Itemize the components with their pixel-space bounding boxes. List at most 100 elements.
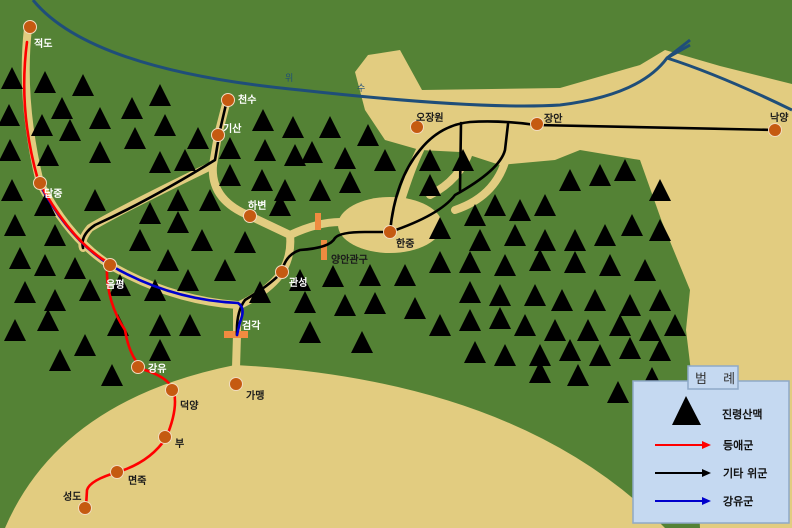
mountain-icon — [464, 204, 486, 226]
mountain-icon — [101, 364, 123, 386]
mountain-icon — [489, 284, 511, 306]
mountain-icon — [584, 289, 606, 311]
mountain-icon — [1, 179, 23, 201]
route-other-wei-1 — [81, 98, 229, 250]
mountain-icon — [524, 284, 546, 306]
city-label-nakyang: 낙양 — [770, 111, 789, 124]
city-marker-dapjung — [33, 176, 47, 190]
city-label-hanjung: 한중 — [396, 238, 414, 250]
mountain-icon — [364, 292, 386, 314]
mountain-icon — [621, 214, 643, 236]
mountain-icon — [149, 339, 171, 361]
mountain-icon — [664, 314, 686, 336]
city-marker-hanjung — [383, 225, 397, 239]
mountain-icon — [219, 137, 241, 159]
mountain-icon — [154, 114, 176, 136]
mountain-icon — [149, 151, 171, 173]
legend-other-wei-arrowhead — [702, 469, 711, 477]
mountain-icon — [31, 114, 53, 136]
mountain-icon — [299, 321, 321, 343]
route-other-wei-4 — [388, 121, 510, 234]
city-label-bu: 부 — [175, 438, 184, 450]
mountain-icon — [404, 297, 426, 319]
mountain-icon — [529, 344, 551, 366]
mountain-icon — [567, 364, 589, 386]
mountain-icon — [452, 149, 474, 171]
mountain-icon — [121, 97, 143, 119]
mountain-icon — [607, 381, 629, 403]
city-label-gamaeng: 가맹 — [246, 389, 264, 402]
mountain-icon — [494, 254, 516, 276]
city-marker-cheonsu — [221, 93, 235, 107]
mountain-icon — [37, 144, 59, 166]
mountain-icon — [44, 224, 66, 246]
mountain-icon — [129, 229, 151, 251]
plain-wei-river-valley — [355, 50, 792, 528]
city-label-yanganggwan: 양안관구 — [331, 253, 368, 266]
mountain-icon — [72, 74, 94, 96]
mountain-icon — [559, 339, 581, 361]
city-marker-gwanseong — [275, 265, 289, 279]
mountain-icon — [167, 189, 189, 211]
city-marker-bu — [158, 430, 172, 444]
mountain-icon — [357, 124, 379, 146]
mountain-icon — [374, 149, 396, 171]
mountain-icon — [251, 169, 273, 191]
mountain-icon — [494, 344, 516, 366]
mountain-icon — [649, 219, 671, 241]
pass-marker-2 — [321, 240, 327, 260]
mountain-icon — [149, 84, 171, 106]
mountain-icon — [157, 249, 179, 271]
route-other-wei-3 — [388, 120, 777, 234]
legend-mountain-icon — [672, 396, 701, 425]
mountain-icon — [282, 116, 304, 138]
mountain-icon — [469, 229, 491, 251]
city-marker-gamaeng — [229, 377, 243, 391]
mountain-icon — [544, 319, 566, 341]
city-marker-habyeon — [243, 209, 257, 223]
mountain-icon — [174, 149, 196, 171]
mountain-icon — [649, 339, 671, 361]
mountain-icon — [309, 179, 331, 201]
mountain-icon — [529, 249, 551, 271]
mountain-icon — [0, 139, 21, 161]
mountain-icon — [219, 164, 241, 186]
mountain-icon — [234, 231, 256, 253]
mountain-icon — [339, 171, 361, 193]
city-marker-myeonjuk — [110, 465, 124, 479]
mountain-icon — [191, 229, 213, 251]
mountain-icon — [564, 251, 586, 273]
mountain-icon — [44, 289, 66, 311]
mountain-icon — [429, 251, 451, 273]
mountain-icon — [419, 174, 441, 196]
legend-title: 범 례 — [695, 372, 741, 387]
city-label-seongdo: 성도 — [63, 490, 81, 503]
mountain-icon — [64, 257, 86, 279]
mountain-icon — [529, 361, 551, 383]
mountain-icon — [649, 289, 671, 311]
mountain-icon — [284, 144, 306, 166]
mountain-icon — [577, 319, 599, 341]
mountain-icon — [334, 294, 356, 316]
legend-jiang-wei-arrowhead — [702, 497, 711, 505]
mountain-icon — [89, 107, 111, 129]
mountain-icon — [419, 149, 441, 171]
mountain-icon — [34, 254, 56, 276]
city-label-gangyu: 강유 — [148, 362, 166, 375]
mountain-icon — [394, 264, 416, 286]
mountain-icon — [144, 279, 166, 301]
city-label-deokyang: 덕양 — [180, 399, 199, 412]
mountain-icon — [294, 291, 316, 313]
city-label-ojangwon: 오장원 — [416, 111, 444, 124]
mountain-icon — [74, 334, 96, 356]
legend-deng-ai-arrowhead — [702, 441, 711, 449]
city-label-geomgak: 검각 — [242, 320, 261, 332]
city-label-habyeon: 하변 — [248, 199, 266, 212]
city-marker-jeokdo — [23, 20, 37, 34]
mountain-icon — [51, 97, 73, 119]
mountain-icon — [4, 319, 26, 341]
mountain-icon — [619, 337, 641, 359]
city-marker-gisan — [211, 128, 225, 142]
qinling-mountains — [0, 67, 686, 403]
